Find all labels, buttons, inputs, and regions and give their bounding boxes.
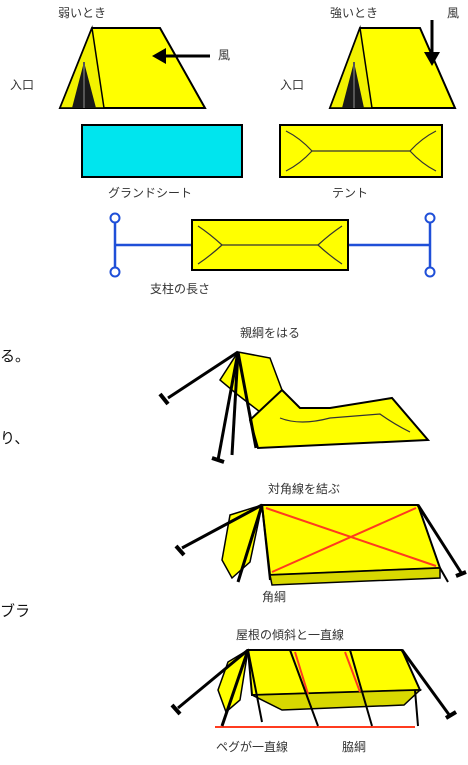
ground-sheet-label: グランドシート [108, 186, 193, 200]
step3-label: 屋根の傾斜と一直線 [236, 628, 345, 642]
pole-length-diagram [109, 212, 436, 278]
step1-illustration [158, 350, 431, 464]
corner-rope-label: 角綱 [262, 590, 287, 604]
tent-flat [279, 124, 443, 178]
weak-wind-caption: 弱いとき [58, 6, 107, 20]
step2-label: 対角線を結ぶ [268, 482, 341, 496]
tent-weak-wind-illustration [58, 25, 210, 109]
ground-sheet [81, 124, 243, 178]
strong-wind-caption: 強いとき [330, 6, 379, 20]
step3-illustration [170, 648, 458, 728]
tent-label: テント [332, 186, 369, 200]
entrance-label-weak: 入口 [10, 78, 35, 92]
pegs-label: ペグが一直線 [216, 740, 289, 754]
pole-length-label: 支柱の長さ [150, 282, 211, 296]
wind-label-weak: 風 [218, 48, 231, 62]
side-text-1: る。 [0, 347, 31, 365]
step1-label: 親綱をはる [240, 326, 301, 340]
side-text-2: り、 [0, 429, 30, 447]
wind-label-strong: 風 [447, 6, 460, 20]
side-rope-label: 脇綱 [342, 740, 367, 754]
side-text-3: ブラ [0, 602, 31, 620]
step2-illustration [174, 503, 467, 586]
entrance-label-strong: 入口 [280, 78, 305, 92]
tent-strong-wind-illustration [328, 20, 457, 109]
